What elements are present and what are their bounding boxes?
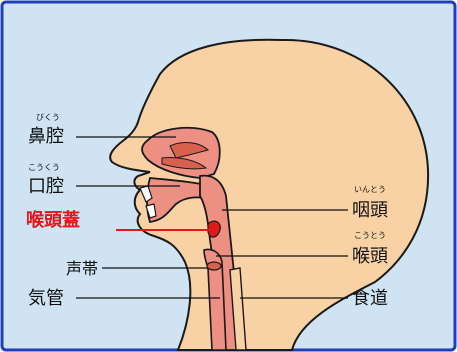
nasal-cavity-reading: びくう xyxy=(36,113,60,122)
pharynx-label: 咽頭 xyxy=(352,200,388,221)
esophagus-label: 食道 xyxy=(352,288,388,309)
oral-cavity-reading: こうくう xyxy=(28,163,60,172)
epiglottis-label: 喉頭蓋 xyxy=(26,209,80,231)
larynx-label: 喉頭 xyxy=(352,246,388,267)
larynx-reading: こうとう xyxy=(354,231,386,240)
trachea-label: 気管 xyxy=(28,288,64,309)
oral-cavity-label: 口腔 xyxy=(28,176,64,197)
vocal-cords-shape xyxy=(207,262,221,270)
nasal-cavity-label: 鼻腔 xyxy=(28,126,64,147)
vocal-cords-label: 声帯 xyxy=(66,259,98,278)
pharynx-reading: いんとう xyxy=(354,185,386,194)
